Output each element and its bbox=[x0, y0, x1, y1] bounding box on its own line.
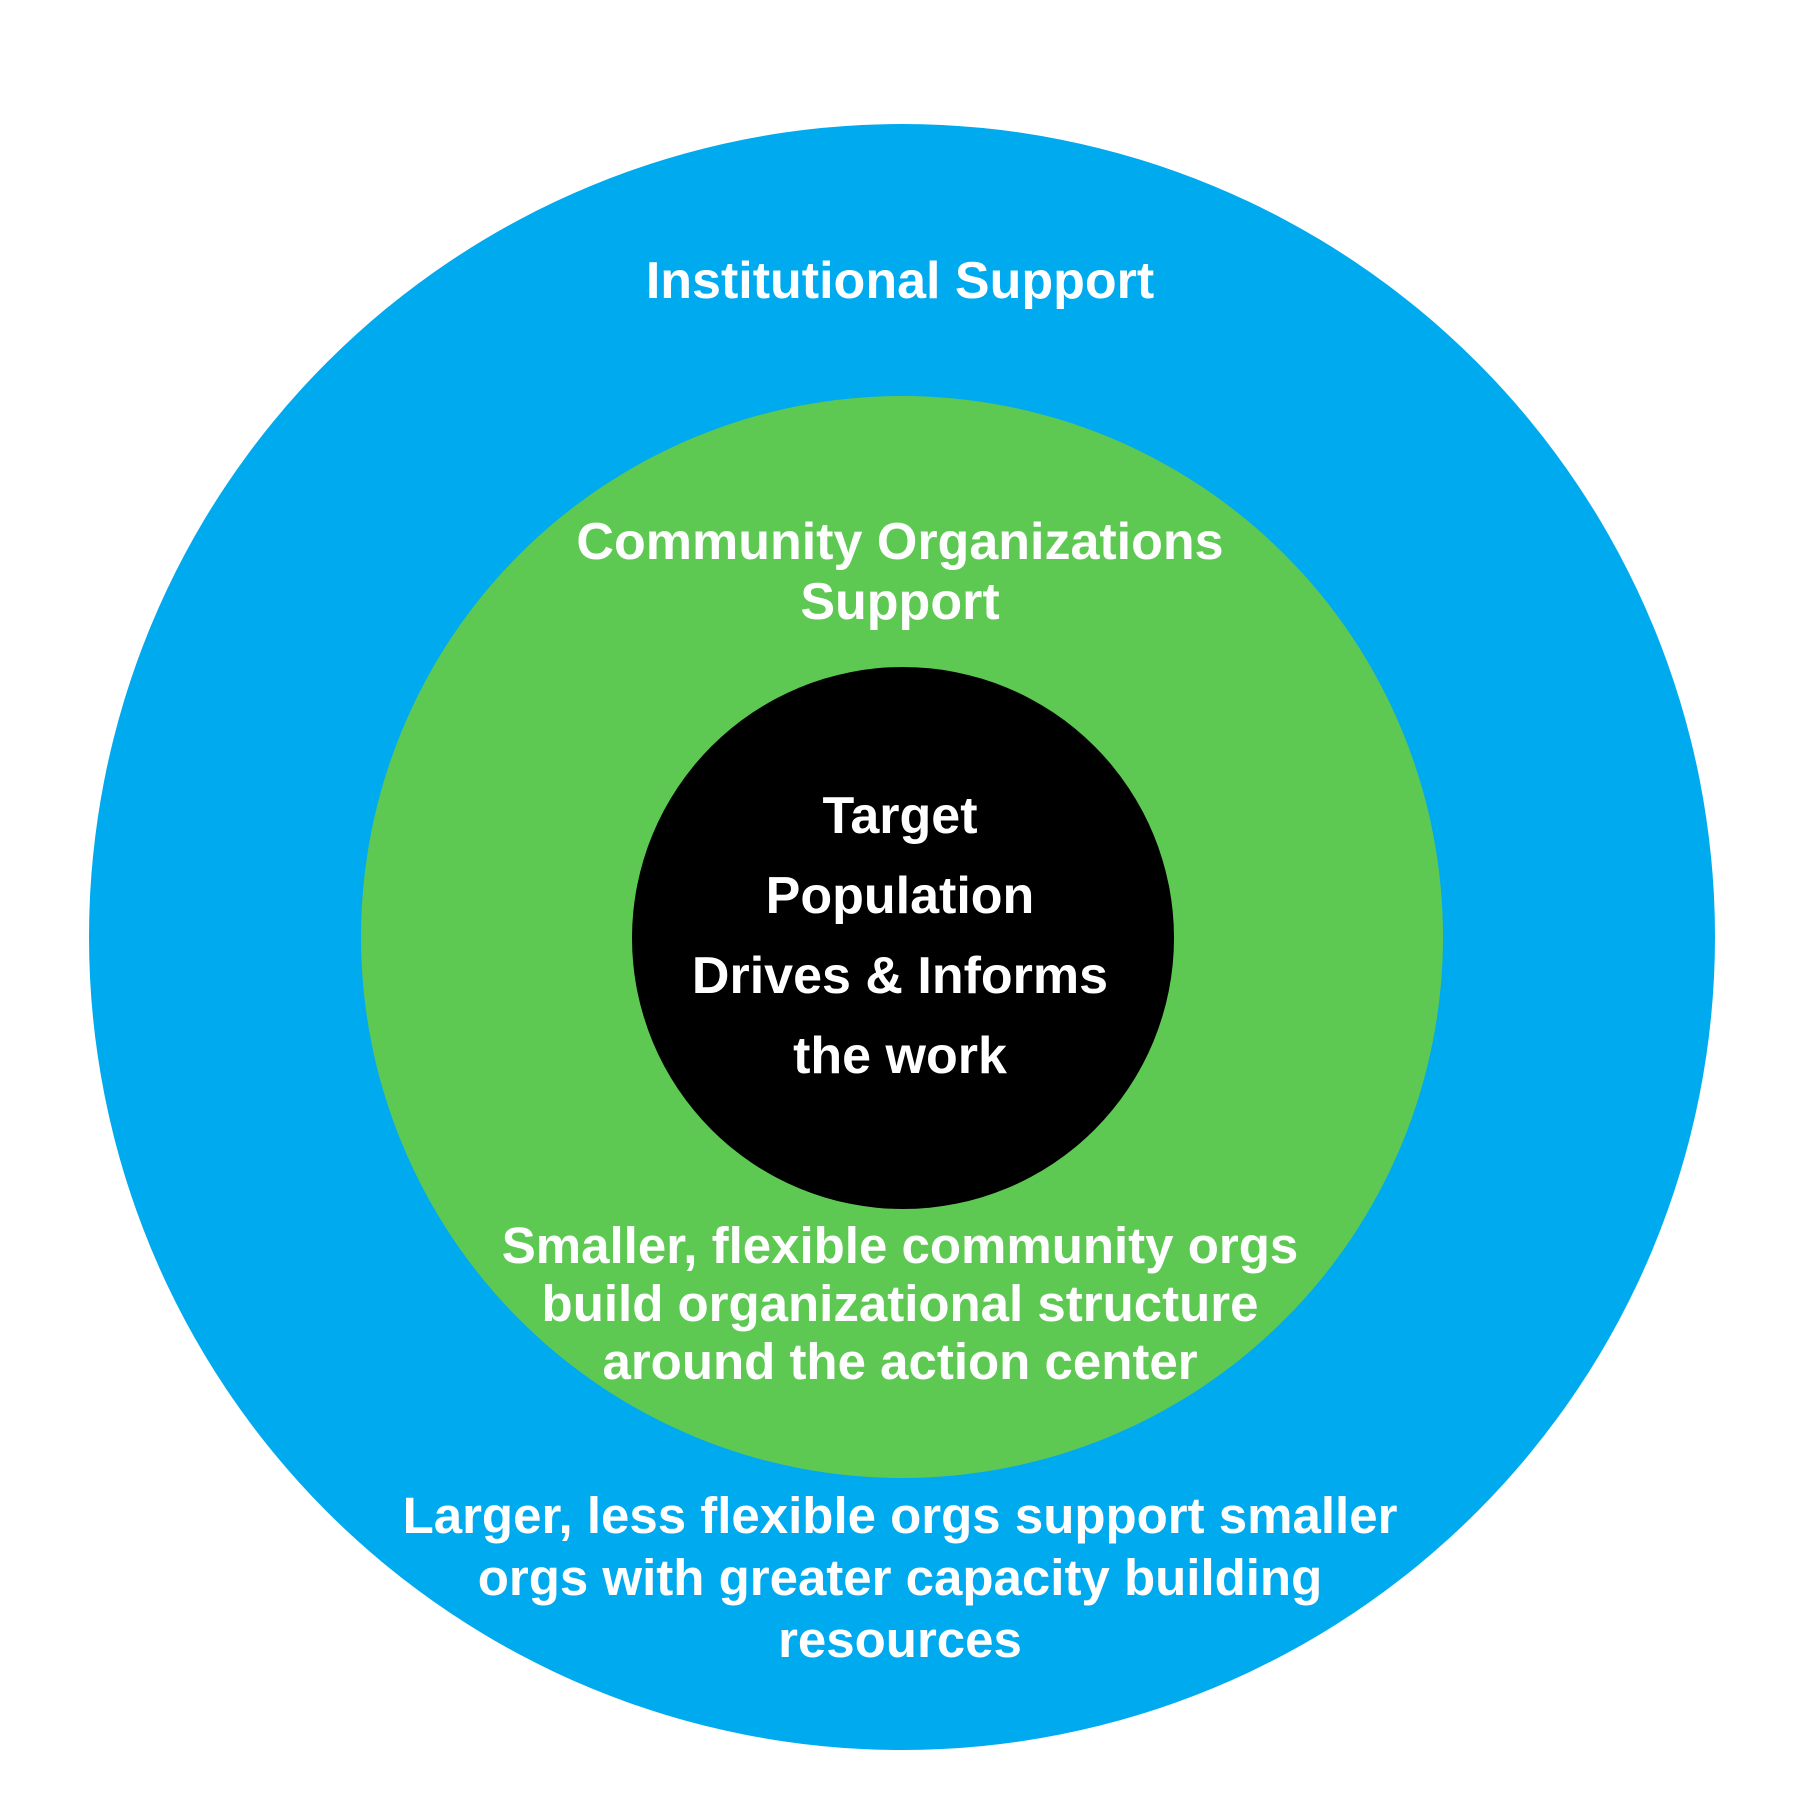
institutional-support-description-line-3: resources bbox=[778, 1611, 1022, 1668]
target-population-text: Target Population Drives & Informs the w… bbox=[0, 776, 1800, 1096]
institutional-support-description-line-2: orgs with greater capacity building bbox=[477, 1549, 1323, 1606]
community-organizations-description-line-3: around the action center bbox=[602, 1333, 1198, 1390]
target-population-line-1: Target bbox=[822, 787, 978, 845]
community-organizations-title-line-1: Community Organizations bbox=[576, 513, 1224, 571]
institutional-support-description-line-1: Larger, less flexible orgs support small… bbox=[402, 1487, 1398, 1544]
community-organizations-title: Community Organizations Support bbox=[0, 512, 1800, 632]
target-population-line-3: Drives & Informs bbox=[691, 947, 1109, 1005]
community-organizations-title-line-2: Support bbox=[800, 573, 1000, 631]
institutional-support-description: Larger, less flexible orgs support small… bbox=[0, 1485, 1800, 1671]
target-population-core bbox=[632, 667, 1174, 1209]
community-organizations-description-line-2: build organizational structure bbox=[541, 1275, 1259, 1332]
target-population-line-4: the work bbox=[793, 1027, 1007, 1085]
target-population-line-2: Population bbox=[765, 867, 1035, 925]
institutional-support-title: Institutional Support bbox=[0, 250, 1800, 312]
community-organizations-description-line-1: Smaller, flexible community orgs bbox=[501, 1217, 1299, 1274]
community-organizations-description: Smaller, flexible community orgs build o… bbox=[0, 1217, 1800, 1391]
institutional-support-title-text: Institutional Support bbox=[645, 252, 1155, 310]
